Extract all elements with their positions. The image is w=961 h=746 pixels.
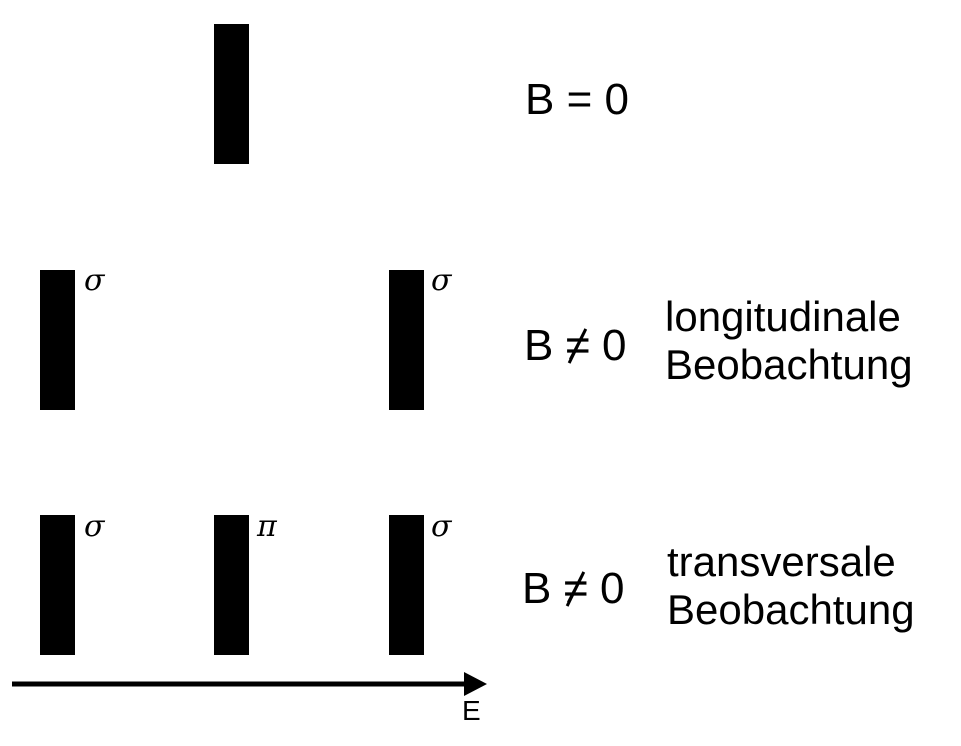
polarization-label-sigma: σ <box>84 263 105 298</box>
spectral-line-sigma-right-transversal <box>389 515 424 655</box>
field-operator-equals: = <box>566 75 593 124</box>
field-value: 0 <box>589 321 627 370</box>
field-prefix: B <box>522 564 564 613</box>
spectral-line-pi-transversal <box>214 515 249 655</box>
arrow-head-icon <box>464 672 487 696</box>
spectral-line-sigma-left-transversal <box>40 515 75 655</box>
observation-line-1: longitudinale <box>665 293 901 340</box>
field-prefix: B <box>525 75 567 124</box>
observation-line-1: transversale <box>667 538 896 585</box>
spectral-line-sigma-left-longitudinal <box>40 270 75 410</box>
field-operator-not-equal: ≠ <box>565 321 590 370</box>
field-value: 0 <box>592 75 629 124</box>
polarization-label-sigma: σ <box>431 263 452 298</box>
observation-line-2: Beobachtung <box>665 341 913 388</box>
spectral-line-unsplit <box>214 24 249 164</box>
observation-longitudinal: longitudinale Beobachtung <box>665 293 913 389</box>
energy-axis-arrow <box>12 672 487 696</box>
field-prefix: B <box>524 321 566 370</box>
polarization-label-sigma: σ <box>431 509 452 544</box>
observation-line-2: Beobachtung <box>667 586 915 633</box>
spectral-line-sigma-right-longitudinal <box>389 270 424 410</box>
field-condition-zero: B = 0 <box>525 78 629 122</box>
field-condition-nonzero-longitudinal: B ≠ 0 <box>524 324 626 368</box>
energy-axis-label: E <box>462 695 481 726</box>
field-operator-not-equal: ≠ <box>563 564 588 613</box>
observation-transversal: transversale Beobachtung <box>667 538 915 634</box>
polarization-label-pi: π <box>257 509 277 544</box>
field-value: 0 <box>587 564 625 613</box>
polarization-label-sigma: σ <box>84 509 105 544</box>
field-condition-nonzero-transversal: B ≠ 0 <box>522 567 624 611</box>
